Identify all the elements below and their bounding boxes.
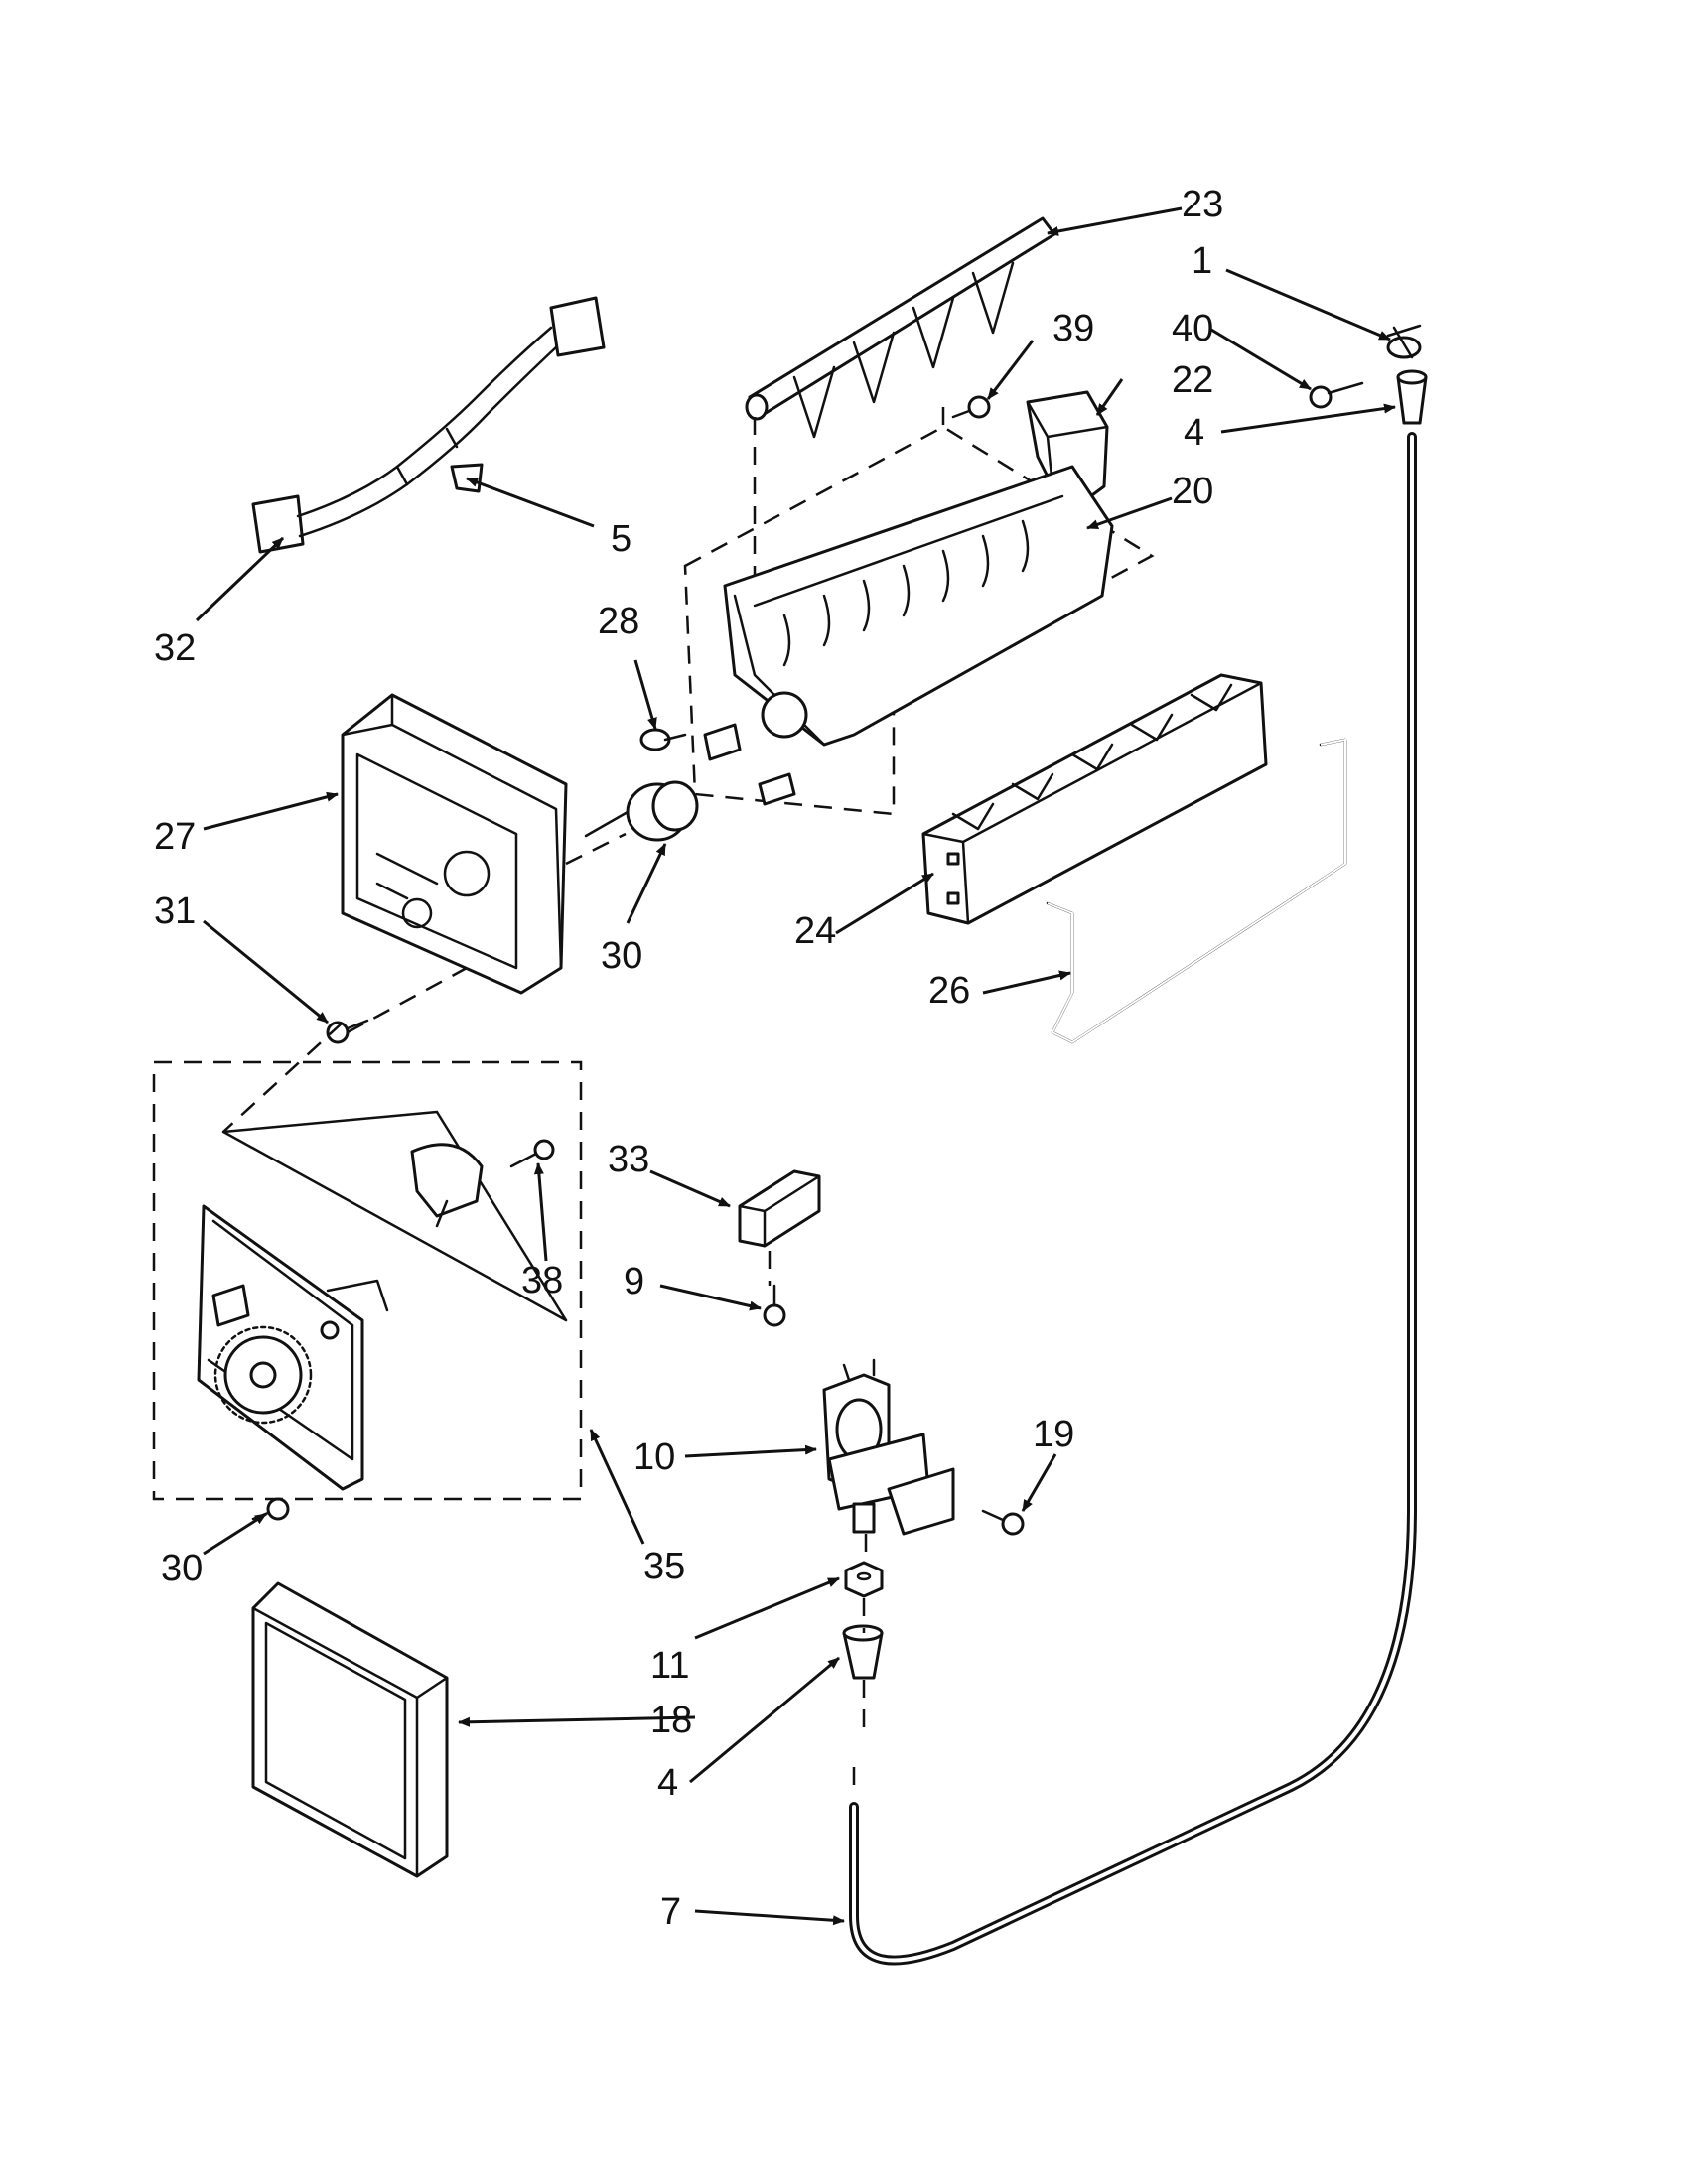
valve-centerline [852,1534,868,1797]
screw-part-39 [951,395,991,419]
callout-30: 30 [161,1548,203,1589]
callout-10: 10 [633,1436,675,1478]
shutoff-arm-part-24 [921,673,1268,925]
water-valve-part-10 [822,1358,955,1536]
callout-27: 30 [601,935,642,977]
fitting-part-4-lower [842,1624,884,1680]
screw-part-9 [763,1284,786,1327]
signal-arm-part-31 [1046,738,1347,1044]
assembly-line-housing [565,832,627,866]
callout-4-upper: 4 [1184,412,1204,454]
callout-19: 19 [1033,1414,1074,1455]
callout-4-lower: 4 [657,1762,678,1804]
bracket-part-33 [738,1169,821,1248]
callout-26: 28 [598,601,639,642]
ejector-part-23 [745,216,1056,439]
assembly-line-module [222,966,468,1133]
leader-lines [195,206,1396,1926]
coupler-part-27 [584,780,699,842]
screw-part-30 [251,1497,290,1521]
callout-39: 39 [1052,308,1094,349]
callout-33: 33 [608,1139,649,1180]
callout-32: 32 [154,627,196,669]
callout-22: 22 [1172,359,1213,401]
callout-35: 35 [643,1546,685,1587]
callout-7-label: 7 [660,1891,681,1933]
callout-24: 24 [794,910,836,952]
mold-part-20 [703,465,1114,806]
control-module-part-35 [197,1110,568,1491]
screw-part-28 [326,1019,369,1044]
callout-5: 5 [611,518,632,560]
housing-part-25 [341,693,568,995]
callout-31: 26 [928,970,970,1012]
screw-part-19 [981,1509,1025,1536]
callout-23: 23 [1182,184,1223,225]
callout-18: 18 [650,1700,692,1741]
callout-11: 11 [650,1645,689,1687]
callout-28: 31 [154,890,196,932]
screw-part-38 [509,1139,555,1168]
nut-part-11 [844,1561,884,1598]
callout-38: 38 [521,1260,563,1301]
bearing-part-26 [639,728,687,751]
callout-1: 1 [1192,240,1212,282]
callout-40: 40 [1172,308,1213,349]
water-tube-part-7 [849,432,1417,1966]
cover-part-18 [251,1581,449,1878]
callout-9: 9 [624,1261,644,1302]
screw-part-40 [1309,381,1364,409]
callout-20: 20 [1172,471,1213,512]
wire-harness-part-32 [251,296,606,554]
fitting-part-4-upper [1396,369,1428,425]
callout-25: 27 [154,816,196,858]
tube-clamp-part-1 [1386,324,1422,359]
callout-numbers: 23 1 39 40 22 4 20 5 28 32 27 31 30 24 2… [154,184,1223,1933]
clip-part-5 [450,463,484,493]
module-assembly-outline [152,1060,583,1501]
